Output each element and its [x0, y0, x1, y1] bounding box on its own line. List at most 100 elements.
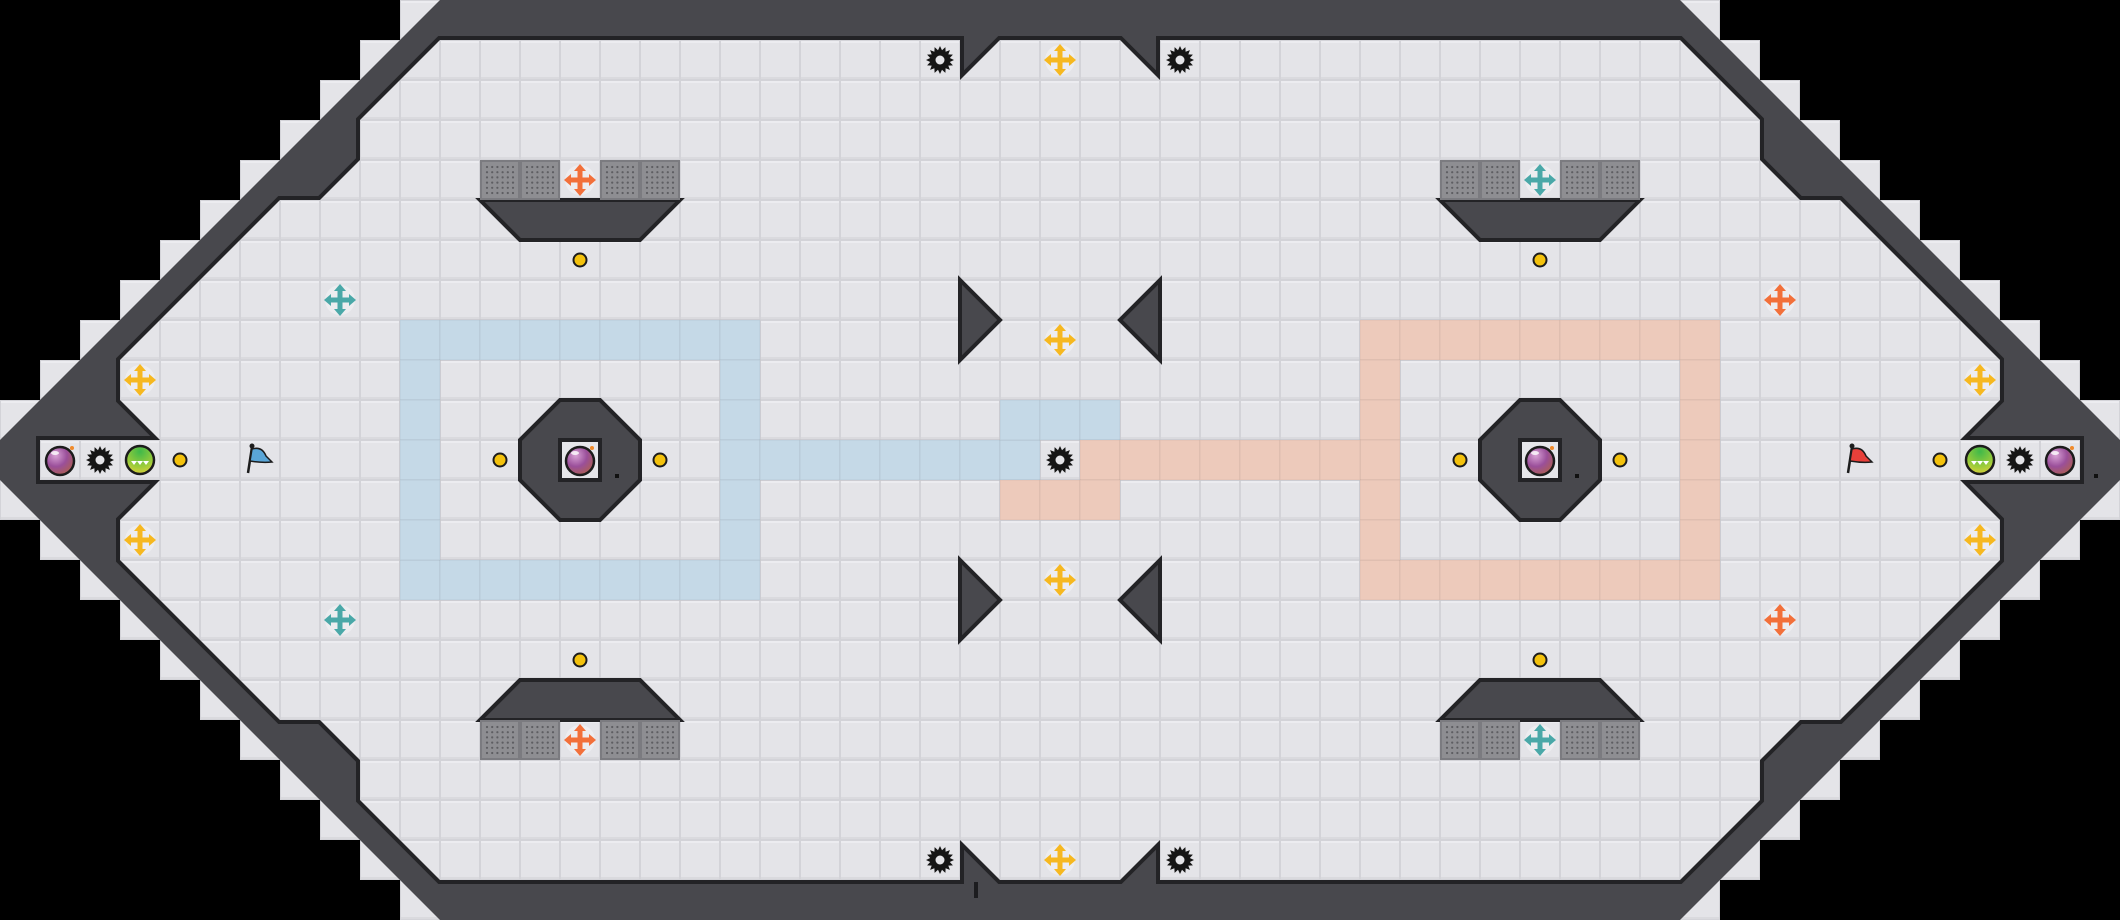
red-team-tile [1639, 319, 1681, 361]
dot-icon [652, 452, 668, 468]
blue-team-tile [519, 559, 561, 601]
blue-team-tile [559, 559, 601, 601]
grate-tile [1600, 160, 1640, 200]
red-team-tile [1359, 319, 1401, 361]
blue-team-tile [679, 559, 721, 601]
boost-icon [1044, 564, 1076, 596]
juke-ball-icon [124, 444, 156, 476]
red-team-tile [1479, 319, 1521, 361]
boost-icon [1524, 724, 1556, 756]
gear-icon [86, 446, 114, 474]
grate-tile [520, 720, 560, 760]
red-team-tile [1599, 319, 1641, 361]
gear-icon [1166, 846, 1194, 874]
red-team-tile [1559, 319, 1601, 361]
red-team-tile [1399, 319, 1441, 361]
red-team-tile [1439, 559, 1481, 601]
blue-team-tile [1079, 399, 1121, 441]
red-team-tile [1119, 439, 1161, 481]
wedge-wall [1117, 555, 1162, 645]
grate-tile [480, 160, 520, 200]
red-team-tile [1319, 439, 1361, 481]
dot-icon [1452, 452, 1468, 468]
blue-team-tile [399, 439, 441, 481]
blue-team-tile [599, 319, 641, 361]
blue-team-tile [399, 519, 441, 561]
blue-team-tile [439, 319, 481, 361]
red-team-tile [1679, 319, 1721, 361]
dot-icon [172, 452, 188, 468]
blue-team-tile [599, 559, 641, 601]
blue-team-tile [719, 439, 761, 481]
red-team-tile [1399, 559, 1441, 601]
grate-tile [1480, 720, 1520, 760]
blue-team-tile [719, 399, 761, 441]
grate-tile [600, 720, 640, 760]
bomb-icon [2044, 445, 2076, 477]
wedge-wall [958, 555, 1003, 645]
wall-marker [974, 882, 978, 898]
boost-icon [1964, 364, 1996, 396]
red-team-tile [1679, 519, 1721, 561]
dot-icon [1612, 452, 1628, 468]
red-team-tile [1679, 359, 1721, 401]
blue-team-tile [1039, 399, 1081, 441]
gear-icon [2006, 446, 2034, 474]
blue-team-tile [679, 319, 721, 361]
blue-team-tile [639, 559, 681, 601]
red-team-tile [1079, 439, 1121, 481]
grate-tile [1440, 720, 1480, 760]
blue-team-tile [519, 319, 561, 361]
boost-icon [1044, 324, 1076, 356]
blue-team-tile [839, 439, 881, 481]
bomb-icon [564, 445, 596, 477]
grate-tile [640, 160, 680, 200]
blue-team-tile [719, 479, 761, 521]
red-team-tile [1079, 479, 1121, 521]
dot-icon [1932, 452, 1948, 468]
grate-tile [1480, 160, 1520, 200]
blue-team-tile [639, 319, 681, 361]
red-team-tile [1359, 399, 1401, 441]
grate-tile [1440, 160, 1480, 200]
blue-team-tile [719, 319, 761, 361]
dot-icon [1532, 252, 1548, 268]
blue-team-tile [999, 439, 1041, 481]
blue-team-tile [399, 559, 441, 601]
juke-ball-icon [1964, 444, 1996, 476]
blue-team-tile [719, 519, 761, 561]
bomb-icon [1524, 445, 1556, 477]
boost-icon [564, 724, 596, 756]
wedge-wall [958, 275, 1003, 365]
blue-team-tile [479, 319, 521, 361]
red-team-tile [1559, 559, 1601, 601]
gear-icon [926, 46, 954, 74]
blue-team-tile [719, 559, 761, 601]
red-team-tile [1039, 479, 1081, 521]
blue-team-tile [759, 439, 801, 481]
blue-team-tile [919, 439, 961, 481]
blue-team-tile [999, 399, 1041, 441]
blue-team-tile [399, 359, 441, 401]
wall-marker [2094, 474, 2098, 478]
red-team-tile [1679, 559, 1721, 601]
blue-team-tile [399, 479, 441, 521]
blue-team-tile [799, 439, 841, 481]
grate-tile [600, 160, 640, 200]
red-team-tile [1359, 359, 1401, 401]
octagon-marker [615, 474, 619, 478]
gear-icon [1046, 446, 1074, 474]
boost-icon [324, 604, 356, 636]
grate-tile [1560, 720, 1600, 760]
grate-tile [520, 160, 560, 200]
red-team-tile [1679, 439, 1721, 481]
grate-tile [1600, 720, 1640, 760]
dot-icon [492, 452, 508, 468]
blue-team-tile [439, 559, 481, 601]
dot-icon [572, 252, 588, 268]
bomb-icon [44, 445, 76, 477]
grate-tile [480, 720, 520, 760]
red-team-tile [1279, 439, 1321, 481]
red-team-tile [999, 479, 1041, 521]
